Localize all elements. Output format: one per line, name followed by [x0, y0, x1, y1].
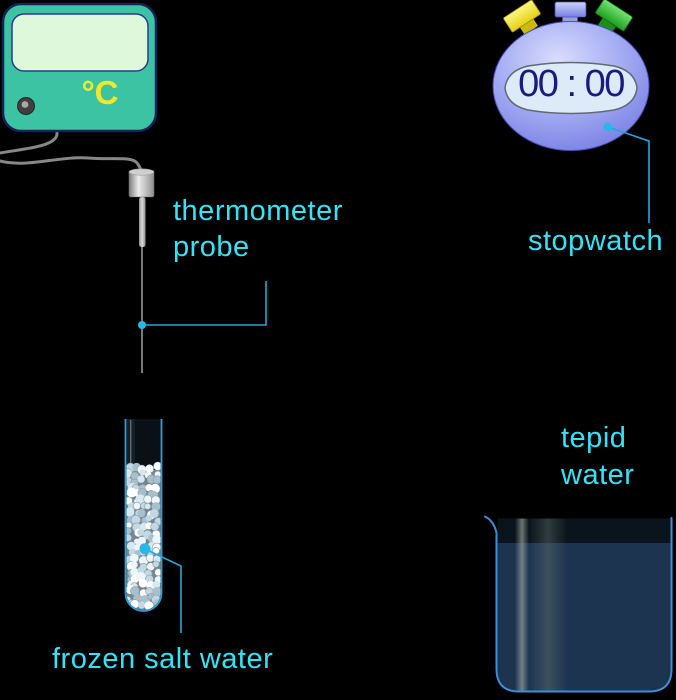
probe-cable-segment-2 [0, 156, 143, 174]
stopwatch[interactable] [492, 0, 650, 151]
ice-crystal [139, 469, 146, 476]
ice-crystal [132, 501, 141, 510]
stopwatch-leader-line [607, 126, 650, 223]
probe-label-line2: probe [173, 231, 250, 263]
beaker[interactable] [484, 515, 673, 693]
tube-outline [124, 419, 163, 612]
ice-crystal [126, 541, 136, 551]
test-tube[interactable] [123, 419, 163, 612]
ice-crystal [144, 601, 154, 610]
stopwatch-pointer-dot [603, 122, 613, 132]
ice-crystal [130, 561, 138, 569]
tepid-label-line2: water [561, 459, 635, 491]
ice-crystal [129, 553, 139, 563]
tube-leader-line [144, 548, 182, 633]
probe-label: thermometer probe [173, 193, 343, 265]
tube-reflection-line [130, 420, 132, 466]
ice-crystal [137, 475, 145, 483]
beaker-outline [484, 515, 673, 693]
ice-crystal [126, 521, 133, 529]
stopwatch-face [504, 61, 638, 115]
ice-crystal [137, 508, 146, 518]
water-reflection-streak [515, 518, 529, 691]
ice-crystal [151, 502, 161, 511]
left-button-cap [503, 0, 541, 33]
thermometer-screen [11, 13, 149, 72]
ice-crystal [152, 535, 161, 545]
probe-label-line1: thermometer [173, 195, 343, 227]
stopwatch-time-display: 00 : 00 [518, 63, 625, 105]
thermometer-probe[interactable] [128, 168, 155, 373]
water-reflection-band [529, 518, 567, 691]
ice-crystal [138, 578, 148, 588]
probe-leader-line [142, 281, 267, 326]
ice-crystal [145, 464, 154, 473]
ice-crystal [143, 494, 153, 504]
ice-crystal [138, 601, 146, 609]
ice-crystal [135, 494, 146, 505]
ice-crystal [126, 487, 137, 498]
ice-crystal [149, 509, 159, 518]
ice-crystal [126, 534, 132, 542]
ice-crystal [145, 553, 155, 563]
ice-crystal [152, 587, 161, 597]
cable-jack-pin [21, 101, 29, 108]
ice-crystal [144, 502, 151, 510]
probe-pointer [138, 281, 267, 329]
ice-crystal [126, 507, 135, 517]
tepid-water-label: tepid water [561, 420, 634, 494]
stopwatch-pointer [603, 122, 650, 223]
stopwatch-top-button[interactable] [554, 1, 587, 26]
ice-crystal [152, 475, 161, 485]
ice-crystal [152, 580, 161, 589]
probe-pointer-dot [138, 321, 146, 329]
probe-shaft [139, 197, 146, 247]
probe-needle [141, 247, 143, 373]
top-button-cap [554, 1, 587, 18]
ice-crystal [145, 514, 152, 522]
ice-crystal [153, 461, 161, 471]
ice-crystal [154, 568, 161, 577]
celsius-unit-label: °C [81, 74, 119, 111]
right-button-cap [595, 0, 633, 32]
tepid-label-line1: tepid [561, 422, 627, 454]
tube-pointer-dot [139, 543, 151, 555]
ice-crystal [137, 529, 145, 536]
ice-crystal [137, 536, 146, 545]
ice-crystal [150, 522, 160, 531]
stopwatch-right-button[interactable] [590, 0, 633, 39]
probe-handle-top [128, 168, 155, 176]
frozen-salt-water-label: frozen salt water [52, 643, 274, 675]
stopwatch-left-button[interactable] [503, 0, 545, 40]
tube-pointer [139, 543, 182, 633]
digital-thermometer[interactable] [1, 2, 158, 133]
right-button-stem [598, 17, 617, 34]
stopwatch-label: stopwatch [528, 225, 664, 257]
ice-crystal [152, 560, 160, 568]
left-button-stem [519, 18, 538, 35]
